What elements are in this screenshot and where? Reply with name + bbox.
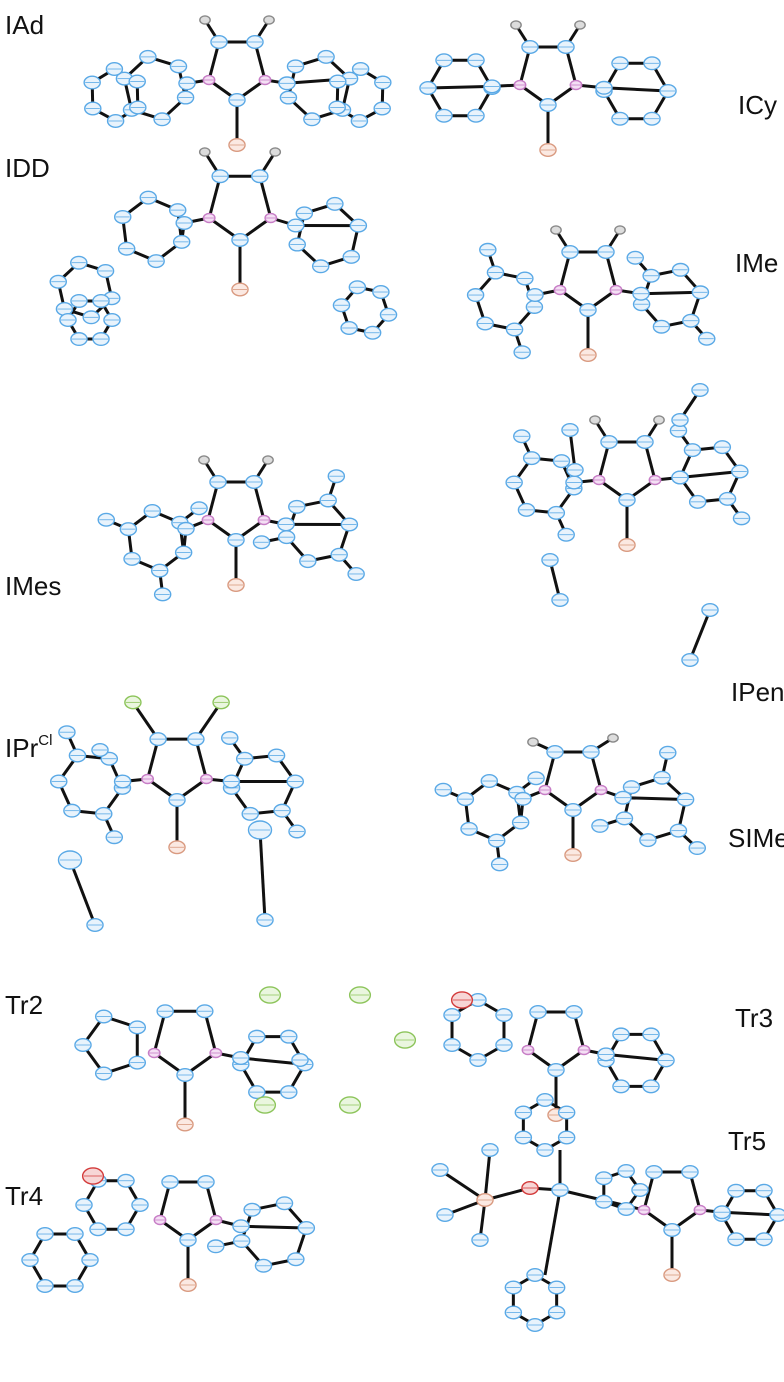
hydrogen-atom	[510, 20, 522, 30]
bond	[622, 796, 686, 801]
bond	[688, 609, 712, 661]
hydrogen-atom	[574, 20, 586, 30]
bond	[721, 1210, 779, 1217]
bond	[240, 1224, 307, 1230]
bond	[603, 86, 669, 93]
hydrogen-atom	[269, 147, 282, 157]
hydrogen-atom	[262, 455, 274, 465]
bond	[439, 1168, 486, 1202]
label-iprcl-base: IPr	[5, 733, 39, 763]
label-tr4: Tr4	[5, 1181, 44, 1211]
label-idd: IDD	[5, 153, 50, 183]
bond	[68, 859, 97, 926]
bond	[207, 175, 222, 219]
label-ime: IMe	[735, 248, 779, 278]
bond	[605, 1052, 667, 1062]
hydrogen-atom	[199, 15, 211, 25]
hydrogen-atom	[614, 225, 626, 235]
label-tr5: Tr5	[728, 1126, 767, 1156]
label-icy: ICy	[738, 90, 777, 120]
hydrogen-atom	[589, 415, 601, 425]
hydrogen-atom	[198, 455, 210, 465]
hydrogen-atom	[653, 415, 665, 425]
hydrogen-atom	[198, 147, 211, 157]
label-imes: IMes	[5, 571, 62, 601]
hydrogen-atom	[263, 15, 275, 25]
label-iad: IAd	[5, 10, 45, 40]
bond	[152, 1010, 167, 1054]
bond	[679, 470, 740, 479]
label-ipent: IPent	[731, 677, 784, 707]
bond	[483, 1149, 492, 1201]
bond	[543, 1189, 562, 1276]
label-simes: SIMes	[728, 823, 784, 853]
hydrogen-atom	[527, 737, 539, 747]
bond	[258, 175, 273, 219]
label-tr3: Tr3	[735, 1003, 774, 1033]
hydrogen-atom	[607, 733, 619, 743]
bond	[203, 1010, 218, 1054]
label-iprcl: IPrCl	[5, 732, 53, 763]
bond	[427, 84, 493, 90]
bond	[258, 829, 267, 921]
label-tr2: Tr2	[5, 990, 44, 1020]
label-iprcl-sup: Cl	[38, 732, 53, 749]
bond	[640, 290, 701, 296]
hydrogen-atom	[550, 225, 562, 235]
